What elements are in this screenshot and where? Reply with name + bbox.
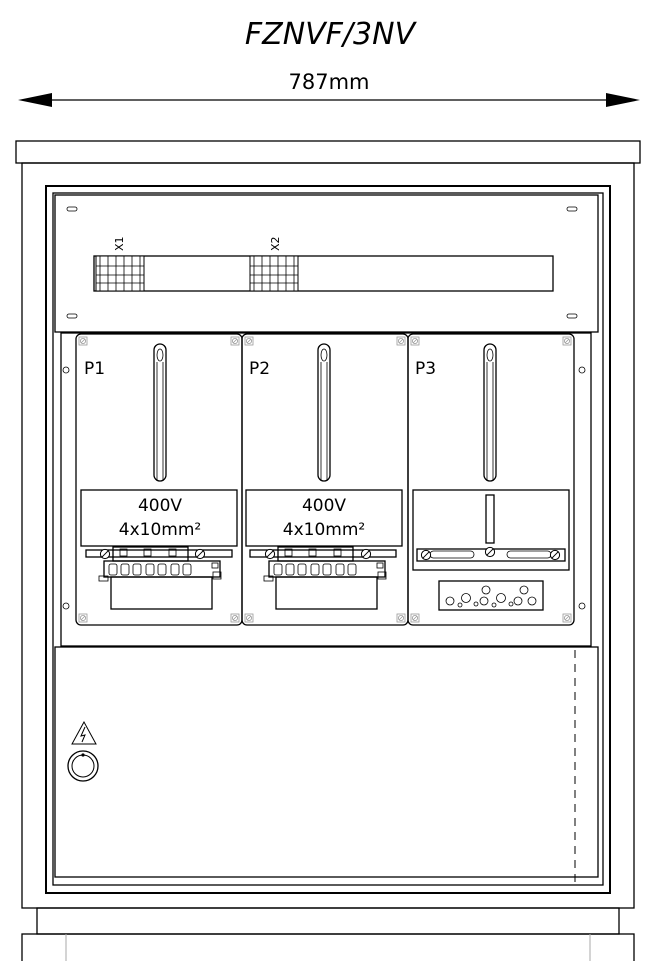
frame-hole	[578, 366, 586, 374]
panel-label-p3: P3	[415, 359, 436, 379]
meter-hanger-slot	[317, 343, 331, 482]
frame-hole	[62, 366, 70, 374]
terminal-block-x2: X2	[249, 236, 299, 292]
connection-terminal-p2	[249, 546, 397, 610]
terminal-label-x2: X2	[269, 236, 282, 251]
cabinet-frame-inner	[52, 192, 604, 886]
meter-hanger-slot	[153, 343, 167, 482]
voltage-label-p1: 400V	[138, 496, 182, 516]
meter-panel-p2: P2 400V 4x10mm²	[241, 333, 409, 626]
cabinet-roof	[15, 140, 641, 164]
cabinet-plinth	[21, 907, 635, 961]
blank-cover-box	[412, 489, 570, 571]
connection-terminal-p1	[85, 546, 233, 610]
frame-hole	[62, 602, 70, 610]
terminal-cover-plate	[54, 194, 599, 333]
neutral-bar	[416, 546, 566, 562]
cabinet-frame-outer	[45, 185, 611, 894]
cable-label-box	[245, 489, 403, 547]
panel-label-p1: P1	[84, 359, 105, 379]
din-rail	[93, 255, 554, 292]
voltage-label-p2: 400V	[302, 496, 346, 516]
door-lock-icon[interactable]	[67, 750, 99, 782]
earth-bar	[438, 580, 544, 611]
cabinet-door[interactable]	[54, 646, 599, 885]
panel-label-p2: P2	[249, 359, 270, 379]
frame-hole	[578, 602, 586, 610]
drawing-title: FZNVF/3NV	[245, 17, 418, 52]
cable-label-p1: 4x10mm²	[119, 520, 201, 540]
width-dimension: 787mm	[18, 70, 640, 107]
arrow-left-icon	[18, 93, 52, 107]
high-voltage-warning-icon	[71, 720, 97, 745]
terminal-label-x1: X1	[113, 236, 126, 251]
terminal-block-x1: X1	[95, 236, 145, 292]
meter-mounting-frame	[60, 332, 592, 647]
meter-panel-p3: P3	[407, 333, 575, 626]
arrow-right-icon	[606, 93, 640, 107]
meter-panel-p1: P1 400V 4x10mm²	[75, 333, 243, 626]
cable-label-box	[80, 489, 238, 547]
cable-label-p2: 4x10mm²	[283, 520, 365, 540]
meter-hanger-slot	[483, 343, 497, 482]
width-dimension-label: 787mm	[289, 70, 370, 94]
